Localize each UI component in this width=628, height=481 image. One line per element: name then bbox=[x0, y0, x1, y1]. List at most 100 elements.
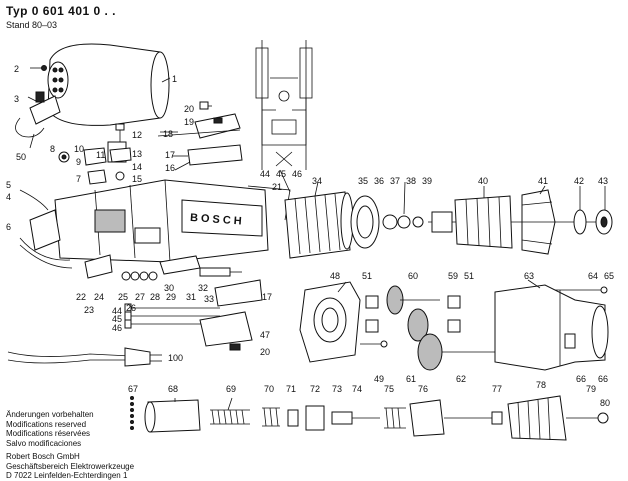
part-label-80: 80 bbox=[600, 398, 610, 408]
part-label-34: 34 bbox=[312, 176, 322, 186]
company-line: Geschäftsbereich Elektrowerkzeuge bbox=[6, 461, 135, 471]
circuit-schematic bbox=[255, 40, 313, 170]
part-label-1: 1 bbox=[172, 74, 177, 84]
part-label-19: 19 bbox=[184, 117, 194, 127]
part-label-47: 47 bbox=[260, 330, 270, 340]
part-label-51-left: 51 bbox=[362, 271, 372, 281]
part-label-51-right: 51 bbox=[464, 271, 474, 281]
part-label-20-bottom: 20 bbox=[260, 347, 270, 357]
motor-housing: BOSCH bbox=[54, 179, 291, 263]
part-label-38: 38 bbox=[406, 176, 416, 186]
part-label-44-bottom: 44 bbox=[112, 306, 122, 316]
part-label-26: 26 bbox=[126, 303, 136, 313]
part-label-13: 13 bbox=[132, 149, 142, 159]
part-label-69: 69 bbox=[226, 384, 236, 394]
part-label-36: 36 bbox=[374, 176, 384, 186]
part-label-17-bottom: 17 bbox=[262, 292, 272, 302]
part-label-12: 12 bbox=[132, 130, 142, 140]
part-label-79: 79 bbox=[586, 384, 596, 394]
cord-clamp bbox=[15, 91, 61, 138]
part-label-49: 49 bbox=[374, 374, 384, 384]
gear-housing bbox=[299, 281, 361, 363]
company-line: Robert Bosch GmbH bbox=[6, 452, 80, 461]
part-label-16: 16 bbox=[165, 163, 175, 173]
note-line: Modifications reserved bbox=[6, 419, 87, 429]
note-line: Änderungen vorbehalten bbox=[6, 410, 94, 419]
part-label-28: 28 bbox=[150, 292, 160, 302]
part-label-25: 25 bbox=[118, 292, 128, 302]
part-label-32: 32 bbox=[198, 283, 208, 293]
part-label-31: 31 bbox=[186, 292, 196, 302]
small-hardware bbox=[84, 254, 263, 351]
part-label-100: 100 bbox=[168, 353, 183, 363]
part-label-64: 64 bbox=[588, 271, 598, 281]
part-label-40: 40 bbox=[478, 176, 488, 186]
part-label-45-bottom: 45 bbox=[112, 314, 122, 324]
part-label-11: 11 bbox=[96, 150, 105, 160]
part-label-74: 74 bbox=[352, 384, 362, 394]
part-label-60: 60 bbox=[408, 271, 418, 281]
part-label-50: 50 bbox=[16, 152, 26, 162]
note-line: Salvo modificaciones bbox=[6, 438, 82, 448]
part-label-73: 73 bbox=[332, 384, 342, 394]
part-label-7: 7 bbox=[76, 174, 81, 184]
part-label-68: 68 bbox=[168, 384, 178, 394]
part-label-71: 71 bbox=[286, 384, 296, 394]
part-label-63: 63 bbox=[524, 271, 534, 281]
part-label-37: 37 bbox=[390, 176, 400, 186]
part-label-29: 29 bbox=[166, 292, 176, 302]
revision-notes: Änderungen vorbehalten Modifications res… bbox=[6, 410, 94, 448]
part-label-17-top: 17 bbox=[165, 150, 175, 160]
part-label-21: 21 bbox=[272, 182, 282, 192]
part-label-70: 70 bbox=[264, 384, 274, 394]
leader-lines bbox=[27, 77, 606, 411]
switch-parts bbox=[58, 101, 243, 185]
part-label-22: 22 bbox=[76, 292, 86, 302]
armature bbox=[428, 189, 613, 255]
spindle-assembly bbox=[130, 395, 609, 441]
part-label-33: 33 bbox=[204, 294, 214, 304]
part-label-66-right: 66 bbox=[598, 374, 608, 384]
part-label-46-top: 46 bbox=[292, 169, 302, 179]
part-label-75: 75 bbox=[384, 384, 394, 394]
part-label-20-top: 20 bbox=[184, 104, 194, 114]
part-label-27: 27 bbox=[135, 292, 145, 302]
part-label-5: 5 bbox=[6, 180, 11, 190]
part-label-65: 65 bbox=[604, 271, 614, 281]
part-number-labels: 1 2 3 50 8 10 9 11 7 12 13 14 15 20 19 1… bbox=[6, 64, 614, 408]
part-label-45-top: 45 bbox=[276, 169, 286, 179]
part-label-66-left: 66 bbox=[576, 374, 586, 384]
part-label-9: 9 bbox=[76, 157, 81, 167]
housing-cap bbox=[47, 43, 170, 126]
part-label-6: 6 bbox=[6, 222, 11, 232]
part-label-2: 2 bbox=[14, 64, 19, 74]
part-label-18: 18 bbox=[163, 129, 173, 139]
part-label-3: 3 bbox=[14, 94, 19, 104]
company-address: Robert Bosch GmbH Geschäftsbereich Elekt… bbox=[6, 452, 134, 481]
part-label-46-bottom: 46 bbox=[112, 323, 122, 333]
part-label-48: 48 bbox=[330, 271, 340, 281]
part-label-24: 24 bbox=[94, 292, 104, 302]
revision-stand: Stand 80–03 bbox=[6, 20, 58, 30]
part-label-61: 61 bbox=[406, 374, 416, 384]
part-label-78: 78 bbox=[536, 380, 546, 390]
part-label-42: 42 bbox=[574, 176, 584, 186]
part-label-39: 39 bbox=[422, 176, 432, 186]
part-label-62: 62 bbox=[456, 374, 466, 384]
part-label-72: 72 bbox=[310, 384, 320, 394]
gears bbox=[360, 285, 520, 371]
part-label-43: 43 bbox=[598, 176, 608, 186]
part-label-77: 77 bbox=[492, 384, 502, 394]
part-label-76: 76 bbox=[418, 384, 428, 394]
part-label-59: 59 bbox=[448, 271, 458, 281]
note-line: Modifications réservées bbox=[6, 429, 91, 438]
part-label-15: 15 bbox=[132, 174, 142, 184]
part-label-30: 30 bbox=[164, 283, 174, 293]
part-label-14: 14 bbox=[132, 162, 142, 172]
stator bbox=[284, 191, 424, 259]
part-label-4: 4 bbox=[6, 192, 11, 202]
part-label-41: 41 bbox=[538, 176, 548, 186]
type-number: Typ 0 601 401 0 . . bbox=[6, 4, 117, 18]
